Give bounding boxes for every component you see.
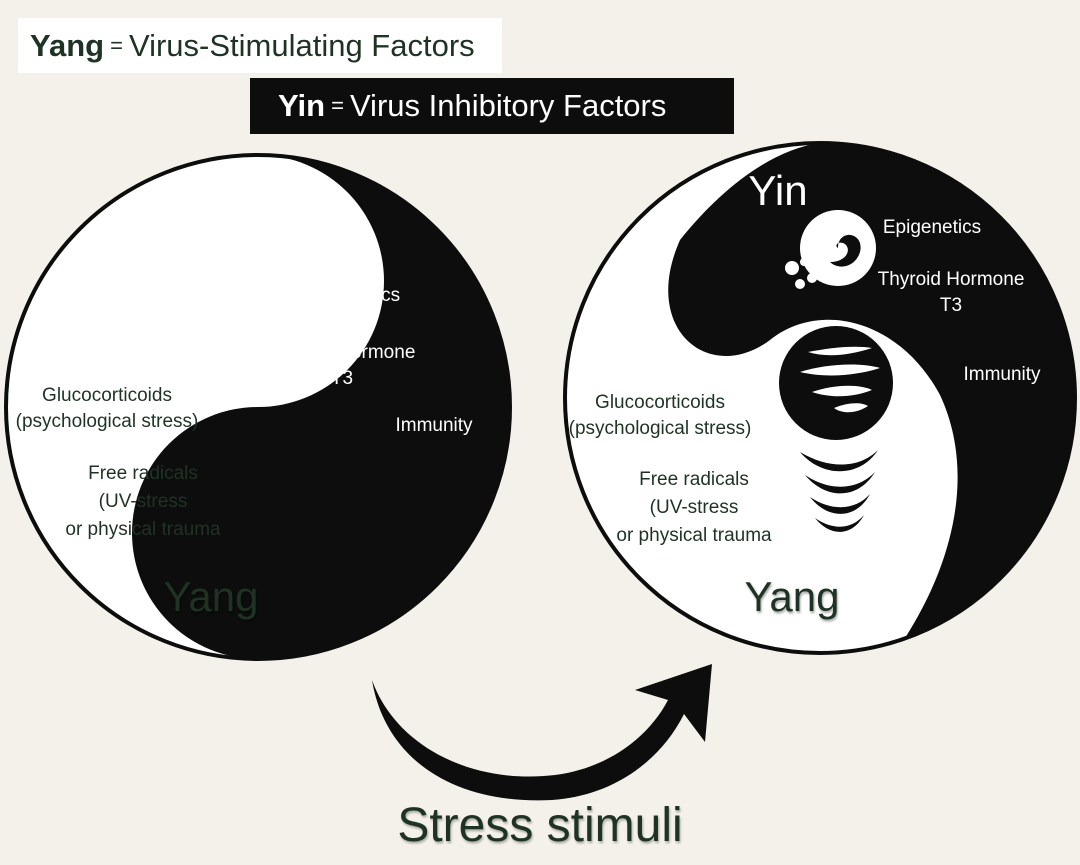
- left-gluco-line2: (psychological stress): [15, 411, 199, 432]
- right-yang-dot: [779, 326, 893, 440]
- legend-yin-text: Virus Inhibitory Factors: [349, 88, 667, 123]
- left-yang-dot: [232, 502, 288, 558]
- left-immunity-label: Immunity: [395, 415, 473, 436]
- stress-arrow: [372, 664, 712, 801]
- right-immunity-label: Immunity: [963, 364, 1041, 385]
- legend-yin: Yin = Virus Inhibitory Factors: [250, 78, 734, 134]
- splash-drop-4: [800, 258, 808, 266]
- legend-yang-term: Yang: [30, 27, 105, 63]
- vortex-tail: [800, 450, 878, 532]
- left-epigenetics-label: Epigenetics: [301, 285, 401, 306]
- left-yin-title: Yin: [221, 167, 281, 214]
- right-gluco-line2: (psychological stress): [568, 418, 752, 439]
- right-free-line3: or physical trauma: [616, 525, 772, 546]
- right-yin-title: Yin: [748, 167, 808, 214]
- legend-yin-term: Yin: [278, 88, 326, 123]
- left-free-line3: or physical trauma: [65, 519, 221, 540]
- left-thyroid-line1: Thyroid Hormone: [268, 342, 416, 363]
- right-thyroid-label: Thyroid Hormone T3: [878, 267, 1025, 319]
- left-thyroid-line2: T3: [330, 368, 354, 389]
- right-yin-dot-swirl: [830, 234, 861, 267]
- right-yin-half: [668, 143, 1074, 638]
- right-yang-title: Yang: [744, 573, 840, 620]
- left-free-line1: Free radicals: [88, 463, 198, 484]
- left-yang-title: Yang: [163, 573, 259, 620]
- legend-yang: Yang = Virus-Stimulating Factors: [18, 18, 502, 73]
- right-yin-yang-symbol: [563, 141, 1077, 655]
- right-thyroid-line1: Thyroid Hormone: [877, 269, 1025, 290]
- right-free-line2: (UV-stress: [649, 497, 739, 518]
- left-gluco-line1: Glucocorticoids: [42, 385, 172, 406]
- left-yin-dot: [231, 255, 277, 301]
- splash-drop-3: [807, 273, 817, 283]
- arrow-icon: [372, 664, 712, 801]
- vortex-highlights: [800, 346, 880, 413]
- legend-yin-equals: =: [331, 93, 344, 118]
- right-glucocorticoids-label: Glucocorticoids (psychological stress): [569, 390, 752, 442]
- splash-drop-2: [795, 279, 805, 289]
- left-free-line2: (UV-stress: [98, 491, 188, 512]
- right-gluco-line1: Glucocorticoids: [595, 392, 725, 413]
- legend-yang-text: Virus-Stimulating Factors: [128, 27, 475, 63]
- stress-stimuli-caption: Stress stimuli: [397, 799, 683, 852]
- left-free-radicals-label: Free radicals (UV-stress or physical tra…: [65, 460, 220, 544]
- right-free-line1: Free radicals: [639, 469, 749, 490]
- legend-yang-equals: =: [110, 32, 123, 58]
- splash-drop-1: [785, 261, 799, 275]
- right-free-radicals-label: Free radicals (UV-stress or physical tra…: [616, 466, 771, 550]
- left-glucocorticoids-label: Glucocorticoids (psychological stress): [16, 383, 199, 435]
- left-thyroid-label: Thyroid Hormone T3: [269, 340, 416, 392]
- right-thyroid-line2: T3: [939, 295, 963, 316]
- left-yin-yang-symbol: [4, 153, 512, 661]
- right-epigenetics-label: Epigenetics: [882, 217, 982, 238]
- left-yin-half: [132, 155, 510, 659]
